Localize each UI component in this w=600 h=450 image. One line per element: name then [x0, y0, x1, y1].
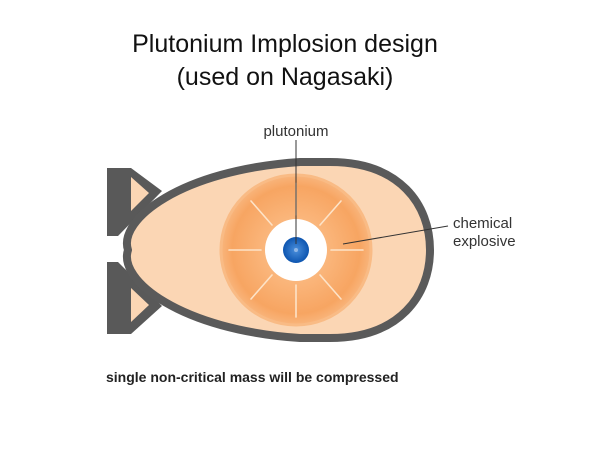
- tail-fin-top-inner: [131, 177, 149, 211]
- diagram-caption: single non-critical mass will be compres…: [106, 369, 399, 385]
- tail-fin-bottom-inner: [131, 288, 149, 322]
- plutonium-label: plutonium: [263, 123, 328, 140]
- diagram-title: Plutonium Implosion design (used on Naga…: [0, 28, 570, 94]
- explosive-label: explosive: [453, 233, 516, 250]
- initiator-dot: [294, 248, 298, 252]
- title-line-1: Plutonium Implosion design: [132, 30, 438, 58]
- title-line-2: (used on Nagasaki): [176, 63, 394, 91]
- chemical-label: chemical: [453, 215, 512, 232]
- explosive-leader-line: [342, 225, 449, 245]
